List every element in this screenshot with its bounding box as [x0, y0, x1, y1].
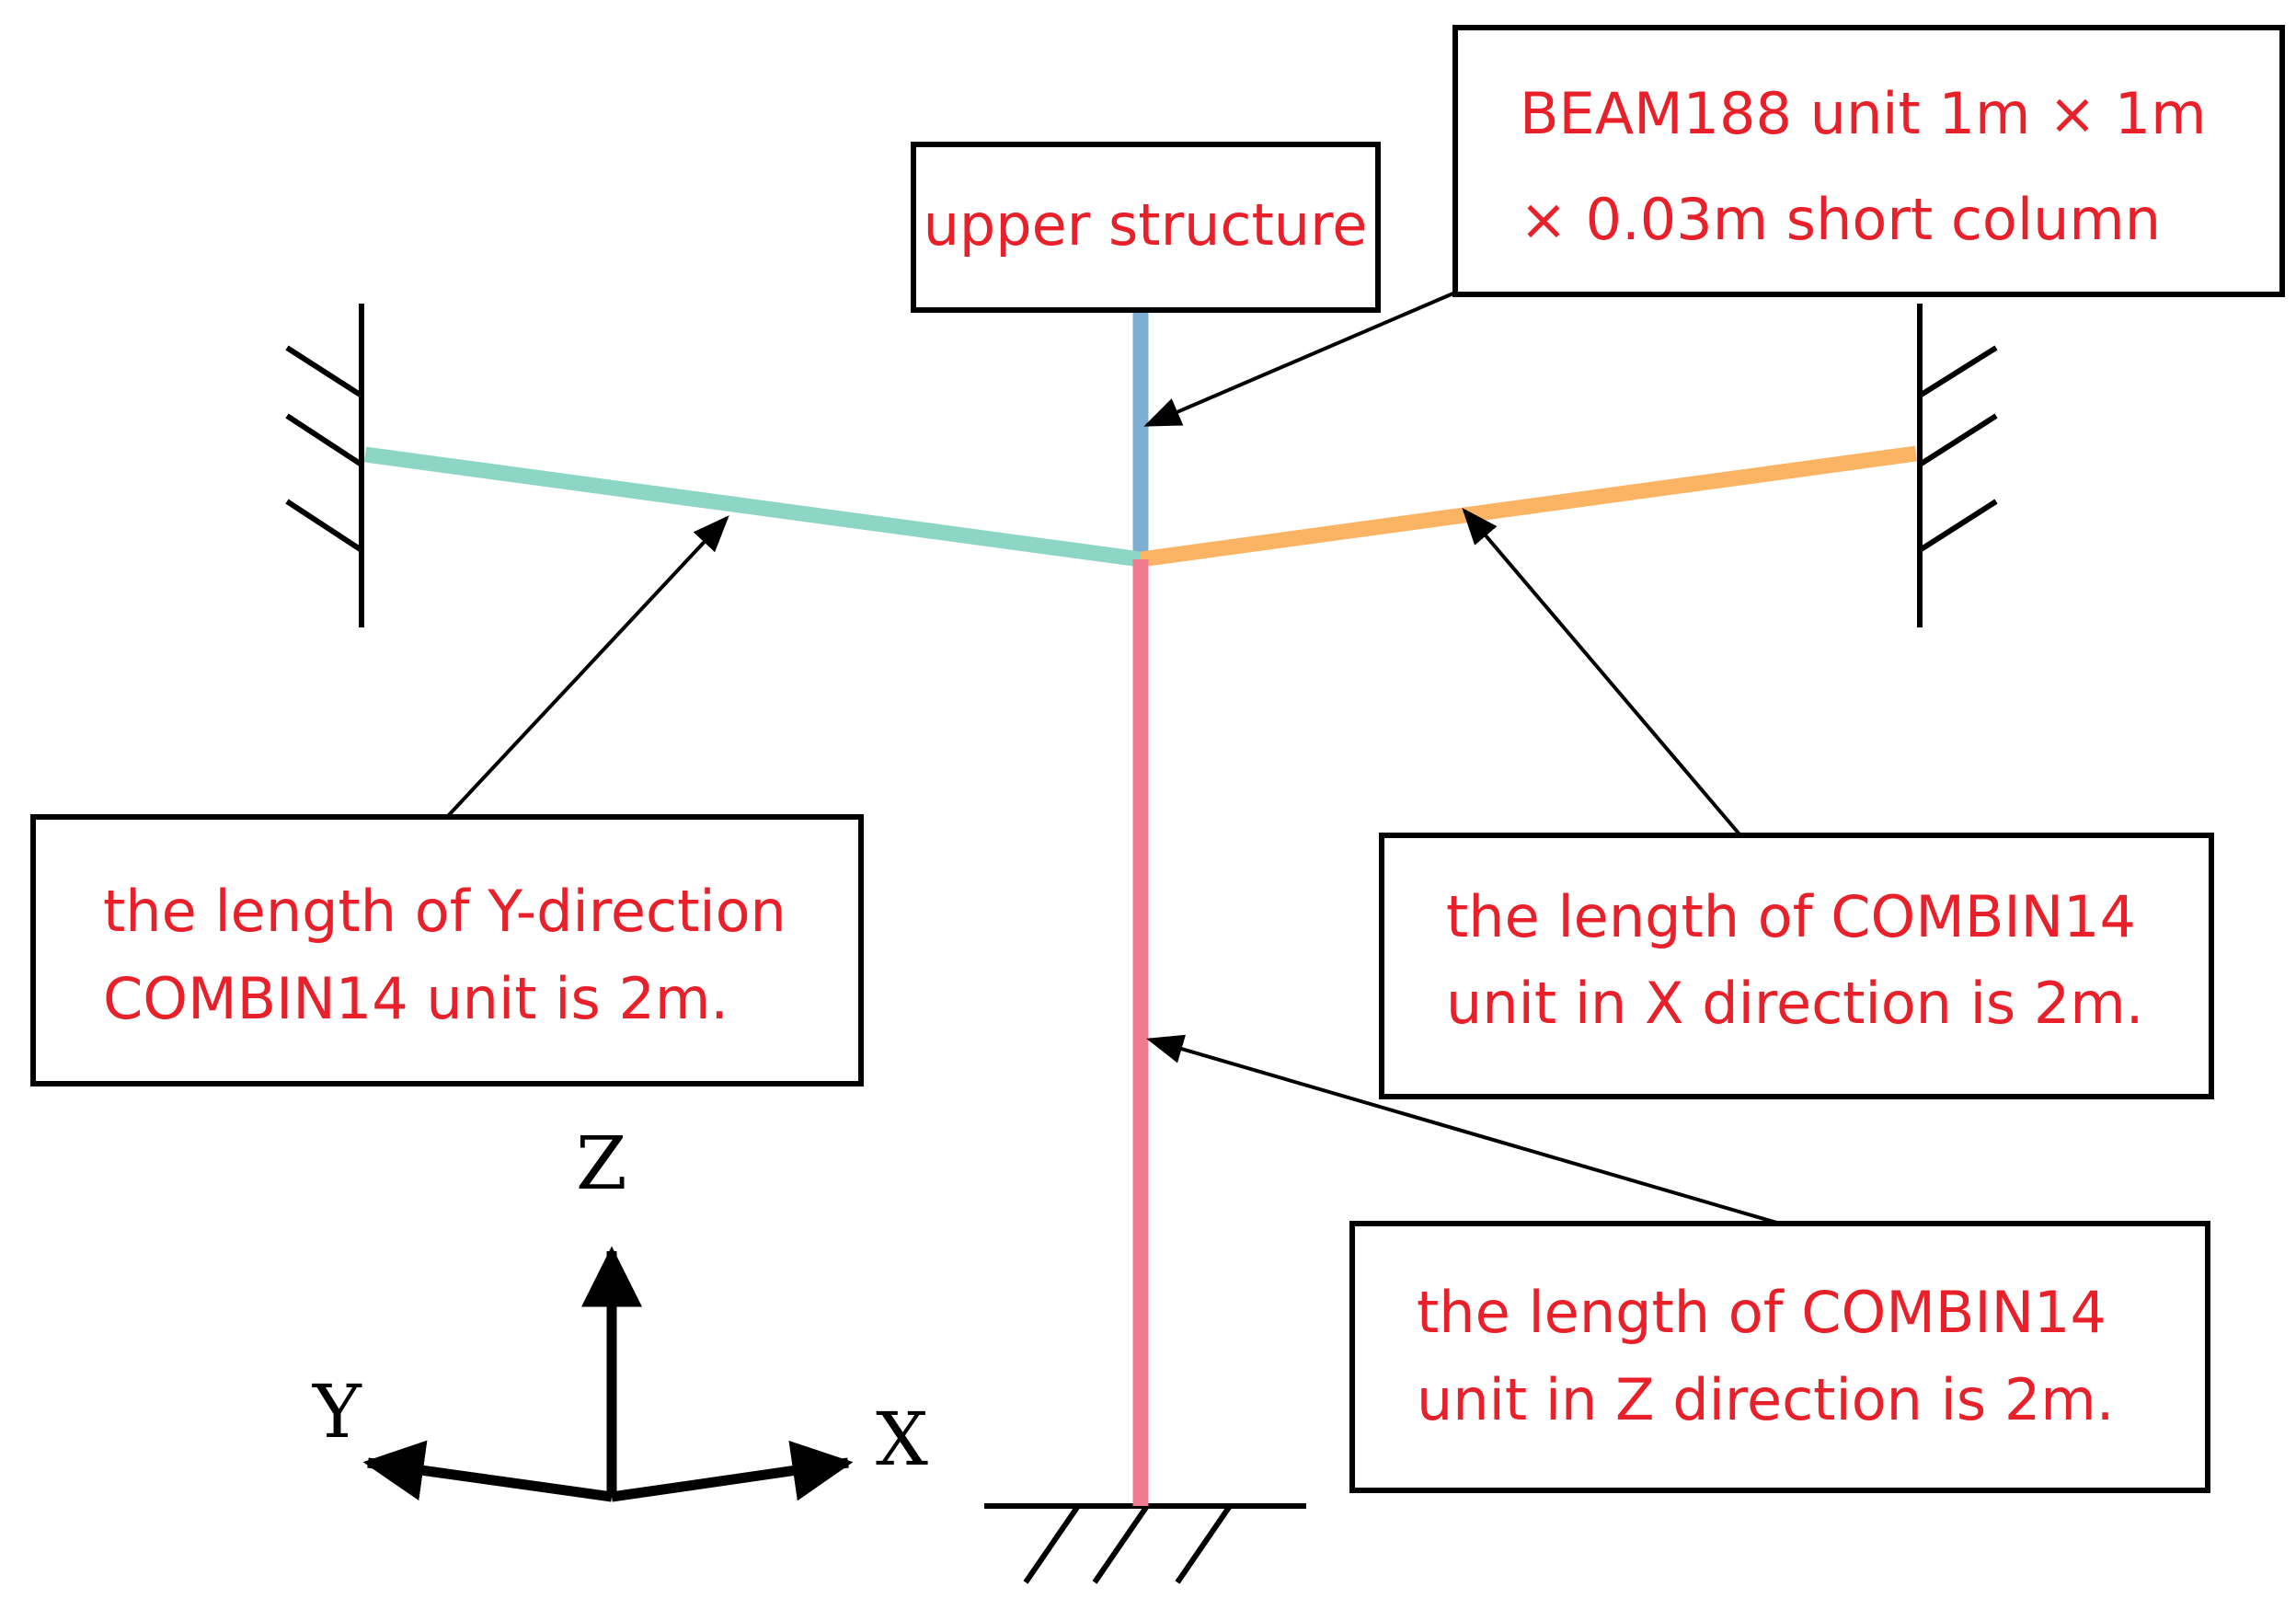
- z-axis-label: Z: [576, 1121, 627, 1206]
- upper-structure-label: upper structure: [924, 191, 1368, 259]
- beam188-label-line1: BEAM188 unit 1m × 1m: [1520, 80, 2207, 147]
- x-spring-label-line2: unit in X direction is 2m.: [1446, 970, 2143, 1037]
- x-axis-arrow-icon: [611, 1440, 854, 1502]
- beam188-leader-arrow: [1143, 291, 1456, 427]
- z-spring-box: [1349, 1221, 2210, 1493]
- y-spring-box: [30, 814, 864, 1086]
- beam188-label-line2: × 0.03m short column: [1520, 186, 2161, 253]
- upper-structure-box: [911, 142, 1381, 313]
- x-spring-leader-arrow: [1462, 507, 1742, 837]
- left-fixed-support-icon: [285, 304, 364, 627]
- x-spring-label-line1: the length of COMBIN14: [1446, 883, 2136, 950]
- y-axis-arrow-icon: [362, 1440, 613, 1502]
- y-spring-label-line1: the length of Y-direction: [103, 878, 786, 945]
- y-axis-label: Y: [312, 1369, 362, 1454]
- y-direction-combin14-spring: [363, 446, 1142, 568]
- y-spring-label-line2: COMBIN14 unit is 2m.: [103, 965, 729, 1032]
- coordinate-axes: [362, 1246, 854, 1502]
- x-spring-box: [1379, 833, 2214, 1099]
- bottom-fixed-support-icon: [984, 1503, 1306, 1584]
- z-spring-label-line2: unit in Z direction is 2m.: [1417, 1366, 2114, 1433]
- right-fixed-support-icon: [1917, 304, 1998, 627]
- z-spring-leader-arrow: [1146, 1034, 1781, 1225]
- x-direction-combin14-spring: [1139, 445, 1918, 568]
- z-spring-label-line1: the length of COMBIN14: [1417, 1279, 2107, 1346]
- beam188-box: [1452, 25, 2285, 297]
- x-axis-label: X: [876, 1397, 928, 1482]
- y-spring-leader-arrow: [445, 515, 729, 819]
